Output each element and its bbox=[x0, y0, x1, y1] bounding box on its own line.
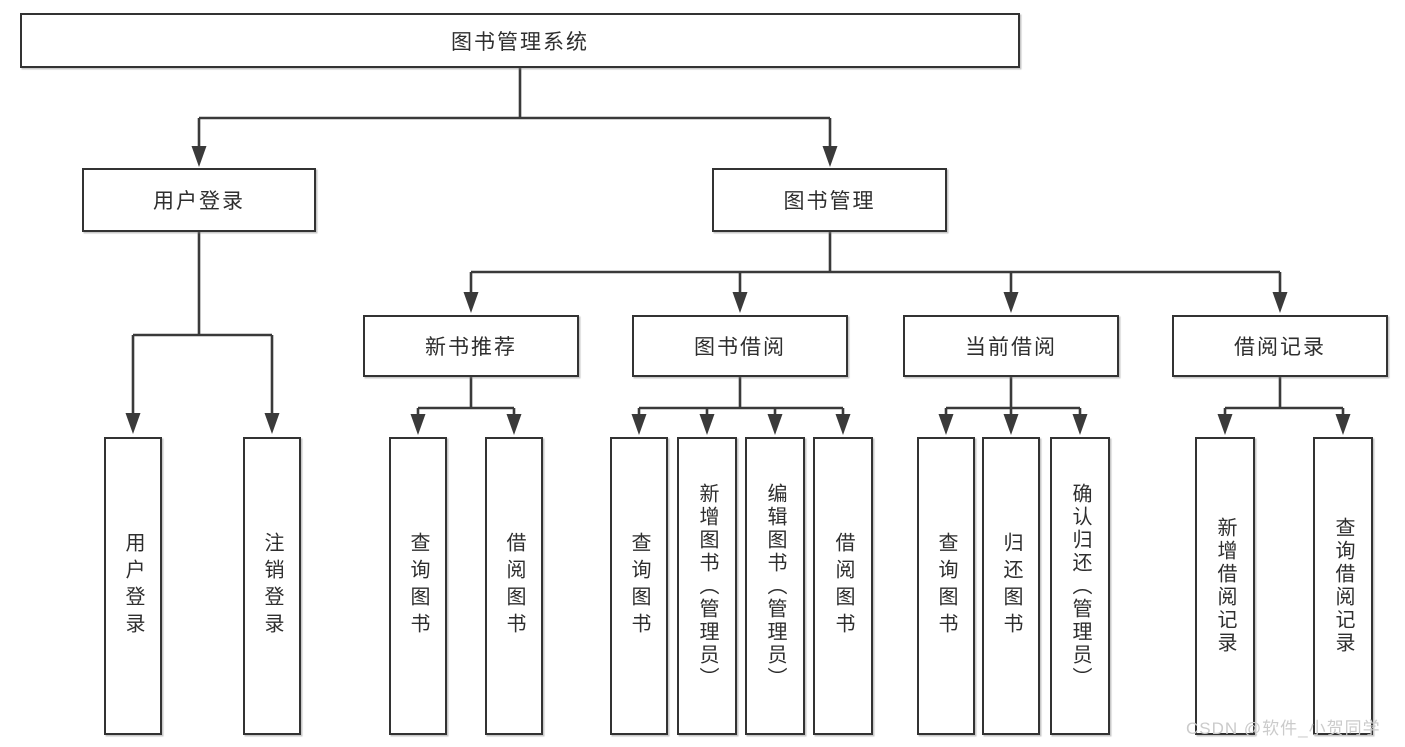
leaf-add-borrow-record: 新增借阅记录 bbox=[1195, 437, 1255, 735]
leaf-borrow-books-recommend: 借阅图书 bbox=[485, 437, 543, 735]
node-current-borrow: 当前借阅 bbox=[903, 315, 1119, 377]
leaf-confirm-return-admin: 确认归还（管理员） bbox=[1050, 437, 1110, 735]
leaf-logout: 注销登录 bbox=[243, 437, 301, 735]
arrowheads bbox=[125, 146, 1351, 435]
leaf-add-books-admin: 新增图书（管理员） bbox=[677, 437, 737, 735]
node-book-management-module: 图书管理 bbox=[712, 168, 947, 232]
node-book-borrow: 图书借阅 bbox=[632, 315, 848, 377]
leaf-borrow-books: 借阅图书 bbox=[813, 437, 873, 735]
leaf-query-books-recommend: 查询图书 bbox=[389, 437, 447, 735]
leaf-edit-books-admin: 编辑图书（管理员） bbox=[745, 437, 805, 735]
node-root-library-system: 图书管理系统 bbox=[20, 13, 1020, 68]
node-user-login-module: 用户登录 bbox=[82, 168, 316, 232]
leaf-query-borrow-record: 查询借阅记录 bbox=[1313, 437, 1373, 735]
connector-strokes bbox=[131, 67, 1345, 416]
node-borrow-records: 借阅记录 bbox=[1172, 315, 1388, 377]
leaf-query-books-current: 查询图书 bbox=[917, 437, 975, 735]
leaf-return-books: 归还图书 bbox=[982, 437, 1040, 735]
node-new-book-recommend: 新书推荐 bbox=[363, 315, 579, 377]
leaf-user-login: 用户登录 bbox=[104, 437, 162, 735]
leaf-query-books-borrow: 查询图书 bbox=[610, 437, 668, 735]
csdn-watermark: CSDN @软件_小贺同学 bbox=[1186, 719, 1381, 738]
